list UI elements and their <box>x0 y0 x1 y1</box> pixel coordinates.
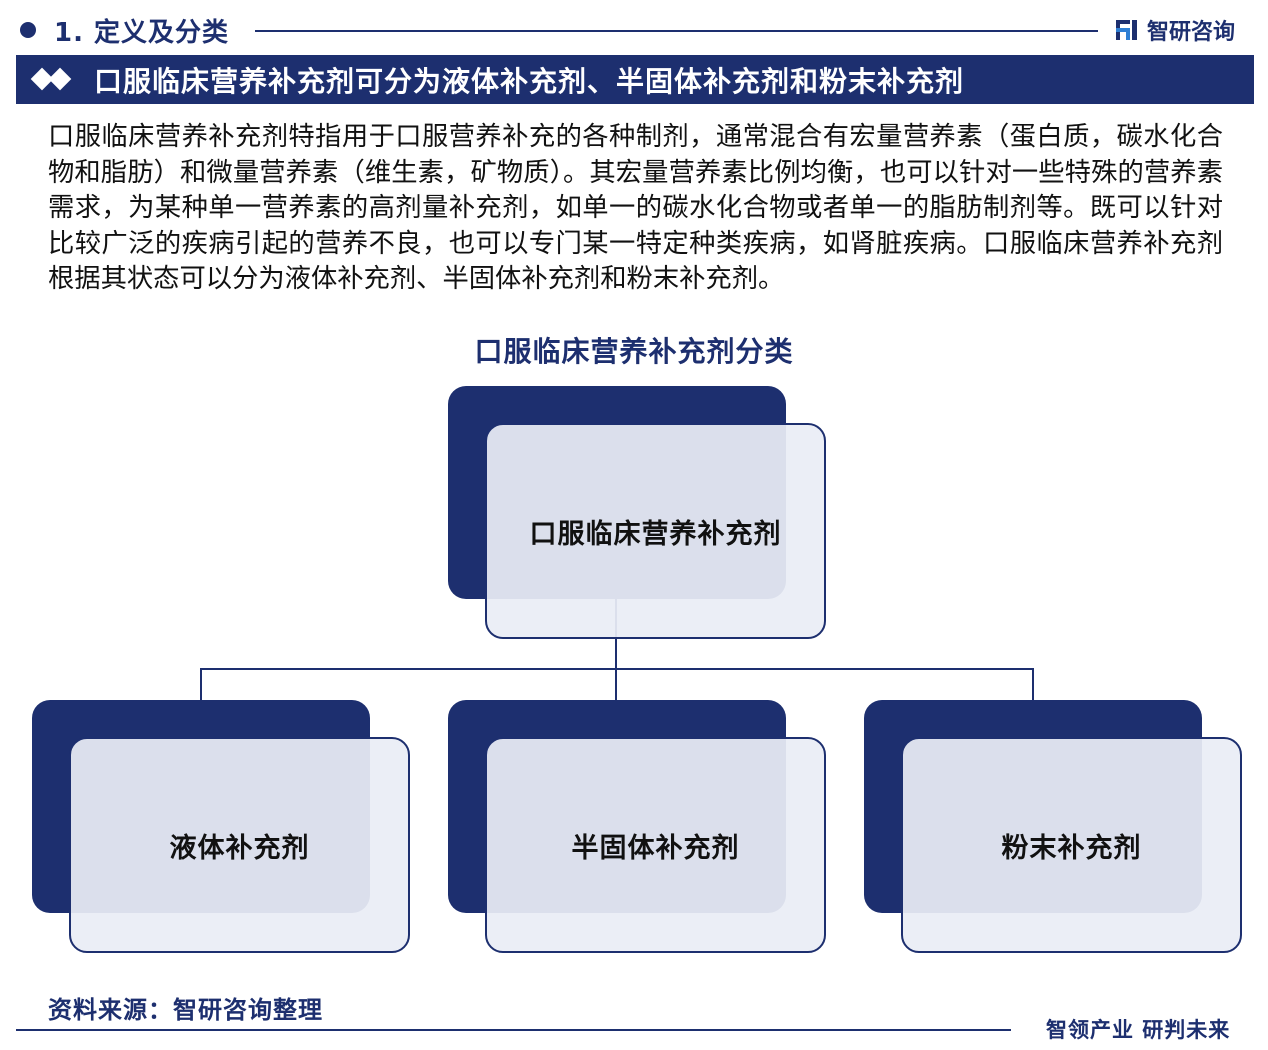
diagram-title: 口服临床营养补充剂分类 <box>474 335 794 368</box>
root-node-label: 口服临床营养补充剂 <box>529 518 782 550</box>
child-node-label: 粉末补充剂 <box>1001 832 1142 864</box>
brand-name: 智研咨询 <box>1147 20 1236 45</box>
source-note: 资料来源：智研咨询整理 <box>48 996 323 1024</box>
child-node-box: 半固体补充剂 <box>485 737 826 953</box>
child-node-label: 半固体补充剂 <box>571 832 740 864</box>
root-node: 口服临床营养补充剂 <box>448 386 826 639</box>
chyxx-logo-icon <box>1115 18 1139 42</box>
title-banner: 口服临床营养补充剂可分为液体补充剂、半固体补充剂和粉末补充剂 <box>16 55 1254 104</box>
header-divider <box>255 30 1098 32</box>
double-diamond-icon <box>30 55 80 104</box>
footer-divider <box>16 1029 1011 1031</box>
child-node-liquid: 液体补充剂 <box>32 700 410 953</box>
child-node-box: 粉末补充剂 <box>901 737 1242 953</box>
connector-horizontal <box>200 668 1034 670</box>
footer-slogan: 智领产业 研判未来 <box>1046 1018 1231 1042</box>
brand: 智研咨询 <box>1115 14 1235 46</box>
connector-left-down <box>200 668 202 702</box>
connector-right-down <box>1032 668 1034 702</box>
child-node-label: 液体补充剂 <box>169 832 310 864</box>
intro-paragraph: 口服临床营养补充剂特指用于口服营养补充的各种制剂，通常混合有宏量营养素（蛋白质，… <box>48 122 1223 294</box>
root-node-box: 口服临床营养补充剂 <box>485 423 826 639</box>
section-title: 1. 定义及分类 <box>54 18 230 48</box>
child-node-box: 液体补充剂 <box>69 737 410 953</box>
child-node-powder: 粉末补充剂 <box>864 700 1242 953</box>
banner-title: 口服临床营养补充剂可分为液体补充剂、半固体补充剂和粉末补充剂 <box>94 64 965 98</box>
child-node-semisolid: 半固体补充剂 <box>448 700 826 953</box>
section-bullet-icon <box>20 22 36 38</box>
connector-mid-down <box>615 668 617 702</box>
